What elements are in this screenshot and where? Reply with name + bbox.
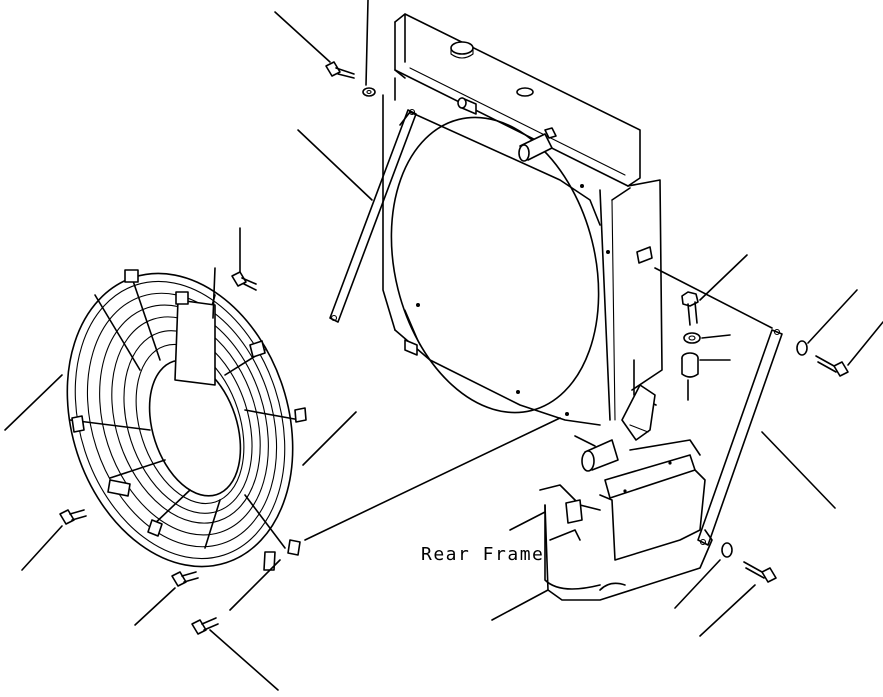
fan-shroud-opening bbox=[390, 116, 600, 414]
bolt-icon bbox=[191, 617, 219, 635]
radiator-cap bbox=[450, 41, 474, 55]
bolt-icon bbox=[325, 61, 355, 79]
rear-frame bbox=[539, 439, 713, 601]
bolt-icon bbox=[743, 561, 777, 583]
washer-icon bbox=[683, 332, 701, 344]
left-stay-rod bbox=[329, 109, 417, 323]
spacer-icon bbox=[681, 352, 699, 378]
bolt-icon bbox=[231, 271, 257, 291]
bolt-icon bbox=[59, 509, 87, 525]
washer-icon bbox=[796, 340, 808, 356]
radiator bbox=[329, 13, 663, 472]
rear-frame-label: Rear Frame bbox=[421, 544, 544, 565]
washer-icon bbox=[362, 87, 376, 97]
washer-icon bbox=[721, 542, 733, 558]
bolt-icon bbox=[171, 571, 199, 587]
leader-lines bbox=[4, 0, 883, 691]
fan-guard bbox=[66, 269, 307, 571]
bolt-icon bbox=[815, 355, 849, 377]
right-stay-rod bbox=[697, 329, 783, 546]
bolt-icon bbox=[681, 291, 699, 326]
